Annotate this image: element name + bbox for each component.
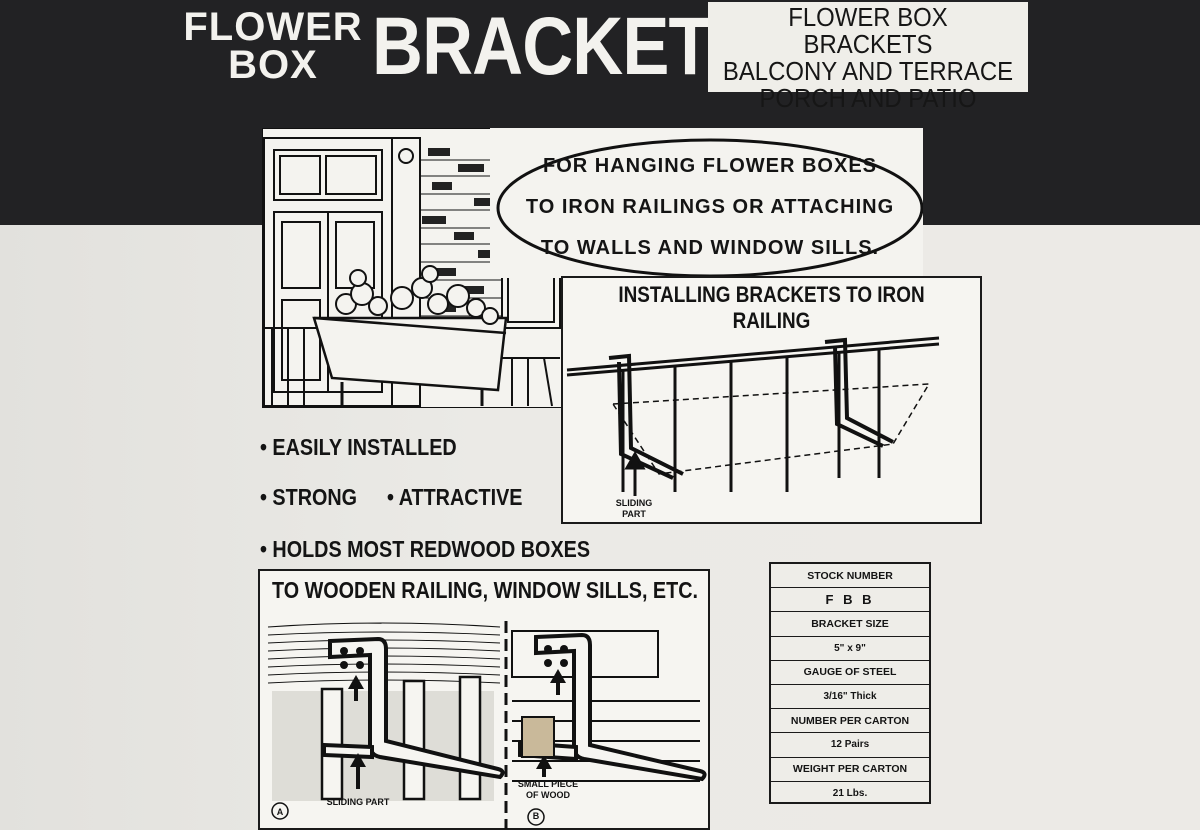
header-band-extension <box>920 110 1200 218</box>
callout-line-2: TO IRON RAILINGS OR ATTACHING <box>525 196 895 218</box>
sliding-label-line-2: PART <box>622 509 646 519</box>
spec-label-number-per-carton: NUMBER PER CARTON <box>771 709 929 734</box>
callout-panel <box>490 128 923 278</box>
spec-value-gauge: 3/16" Thick <box>771 685 929 710</box>
spec-label-stock-number: STOCK NUMBER <box>771 564 929 589</box>
bullet-icon: • <box>260 434 267 460</box>
spec-label-bracket-size: BRACKET SIZE <box>771 612 929 637</box>
title-word-box: BOX <box>228 43 318 87</box>
bullet-icon: • <box>387 484 394 510</box>
small-piece-line-1: SMALL PIECE <box>517 779 579 789</box>
spec-value-stock-number: F B B <box>771 588 929 613</box>
feature-strong: • STRONG <box>260 484 357 511</box>
title-word-flower: FLOWER <box>183 5 363 49</box>
spec-label-gauge: GAUGE OF STEEL <box>771 661 929 685</box>
use-line-2: BALCONY AND TERRACE <box>722 56 1014 86</box>
feature-easily-installed-text: EASILY INSTALLED <box>272 434 457 460</box>
feature-strong-text: STRONG <box>272 484 358 510</box>
wooden-railing-drawing <box>267 621 707 829</box>
spec-value-number-per-carton: 12 Pairs <box>771 733 929 758</box>
uses-box: FLOWER BOX BRACKETS BALCONY AND TERRACE … <box>708 2 1028 112</box>
spec-label-weight-per-carton: WEIGHT PER CARTON <box>771 758 929 782</box>
wooden-railing-panel: TO WOODEN RAILING, WINDOW SILLS, ETC. <box>258 569 710 830</box>
spec-table: STOCK NUMBER F B B BRACKET SIZE 5" x 9" … <box>769 562 931 804</box>
feature-attractive-text: ATTRACTIVE <box>398 484 523 510</box>
small-piece-line-2: OF WOOD <box>526 790 570 800</box>
callout-text: FOR HANGING FLOWER BOXES TO IRON RAILING… <box>520 146 900 269</box>
sliding-part-label-iron: SLIDING PART <box>609 498 659 520</box>
sliding-part-label-wood: SLIDING PART <box>326 797 390 807</box>
bullet-icon: • <box>260 484 267 510</box>
title-flower-box: FLOWER BOX <box>178 5 368 87</box>
bullet-icon: • <box>260 536 267 562</box>
feature-easily-installed: • EASILY INSTALLED <box>260 434 457 461</box>
spec-value-weight-per-carton: 21 Lbs. <box>832 788 868 800</box>
title-brackets: BRACKETS <box>372 1 758 92</box>
marker-b: B <box>532 811 540 821</box>
callout-line-3: TO WALLS AND WINDOW SILLS. <box>540 237 880 259</box>
iron-railing-panel: INSTALLING BRACKETS TO IRON RAILING SLID… <box>561 276 982 524</box>
feature-holds-boxes-text: HOLDS MOST REDWOOD BOXES <box>272 536 591 562</box>
spec-value-bracket-size: 5" x 9" <box>771 637 929 661</box>
feature-attractive: • ATTRACTIVE <box>387 484 523 511</box>
small-piece-label: SMALL PIECE OF WOOD <box>512 779 584 801</box>
iron-railing-drawing <box>566 336 940 496</box>
storefront-drawing <box>262 128 562 408</box>
callout-line-1: FOR HANGING FLOWER BOXES <box>543 155 877 177</box>
use-line-3: PORCH AND PATIO <box>759 83 977 113</box>
iron-railing-title: INSTALLING BRACKETS TO IRON RAILING <box>618 282 925 333</box>
sliding-label-line-1: SLIDING <box>615 498 653 508</box>
wooden-railing-title: TO WOODEN RAILING, WINDOW SILLS, ETC. <box>272 577 698 603</box>
marker-a: A <box>276 807 284 817</box>
use-line-1: FLOWER BOX BRACKETS <box>788 2 948 59</box>
feature-holds-boxes: • HOLDS MOST REDWOOD BOXES <box>260 536 590 563</box>
